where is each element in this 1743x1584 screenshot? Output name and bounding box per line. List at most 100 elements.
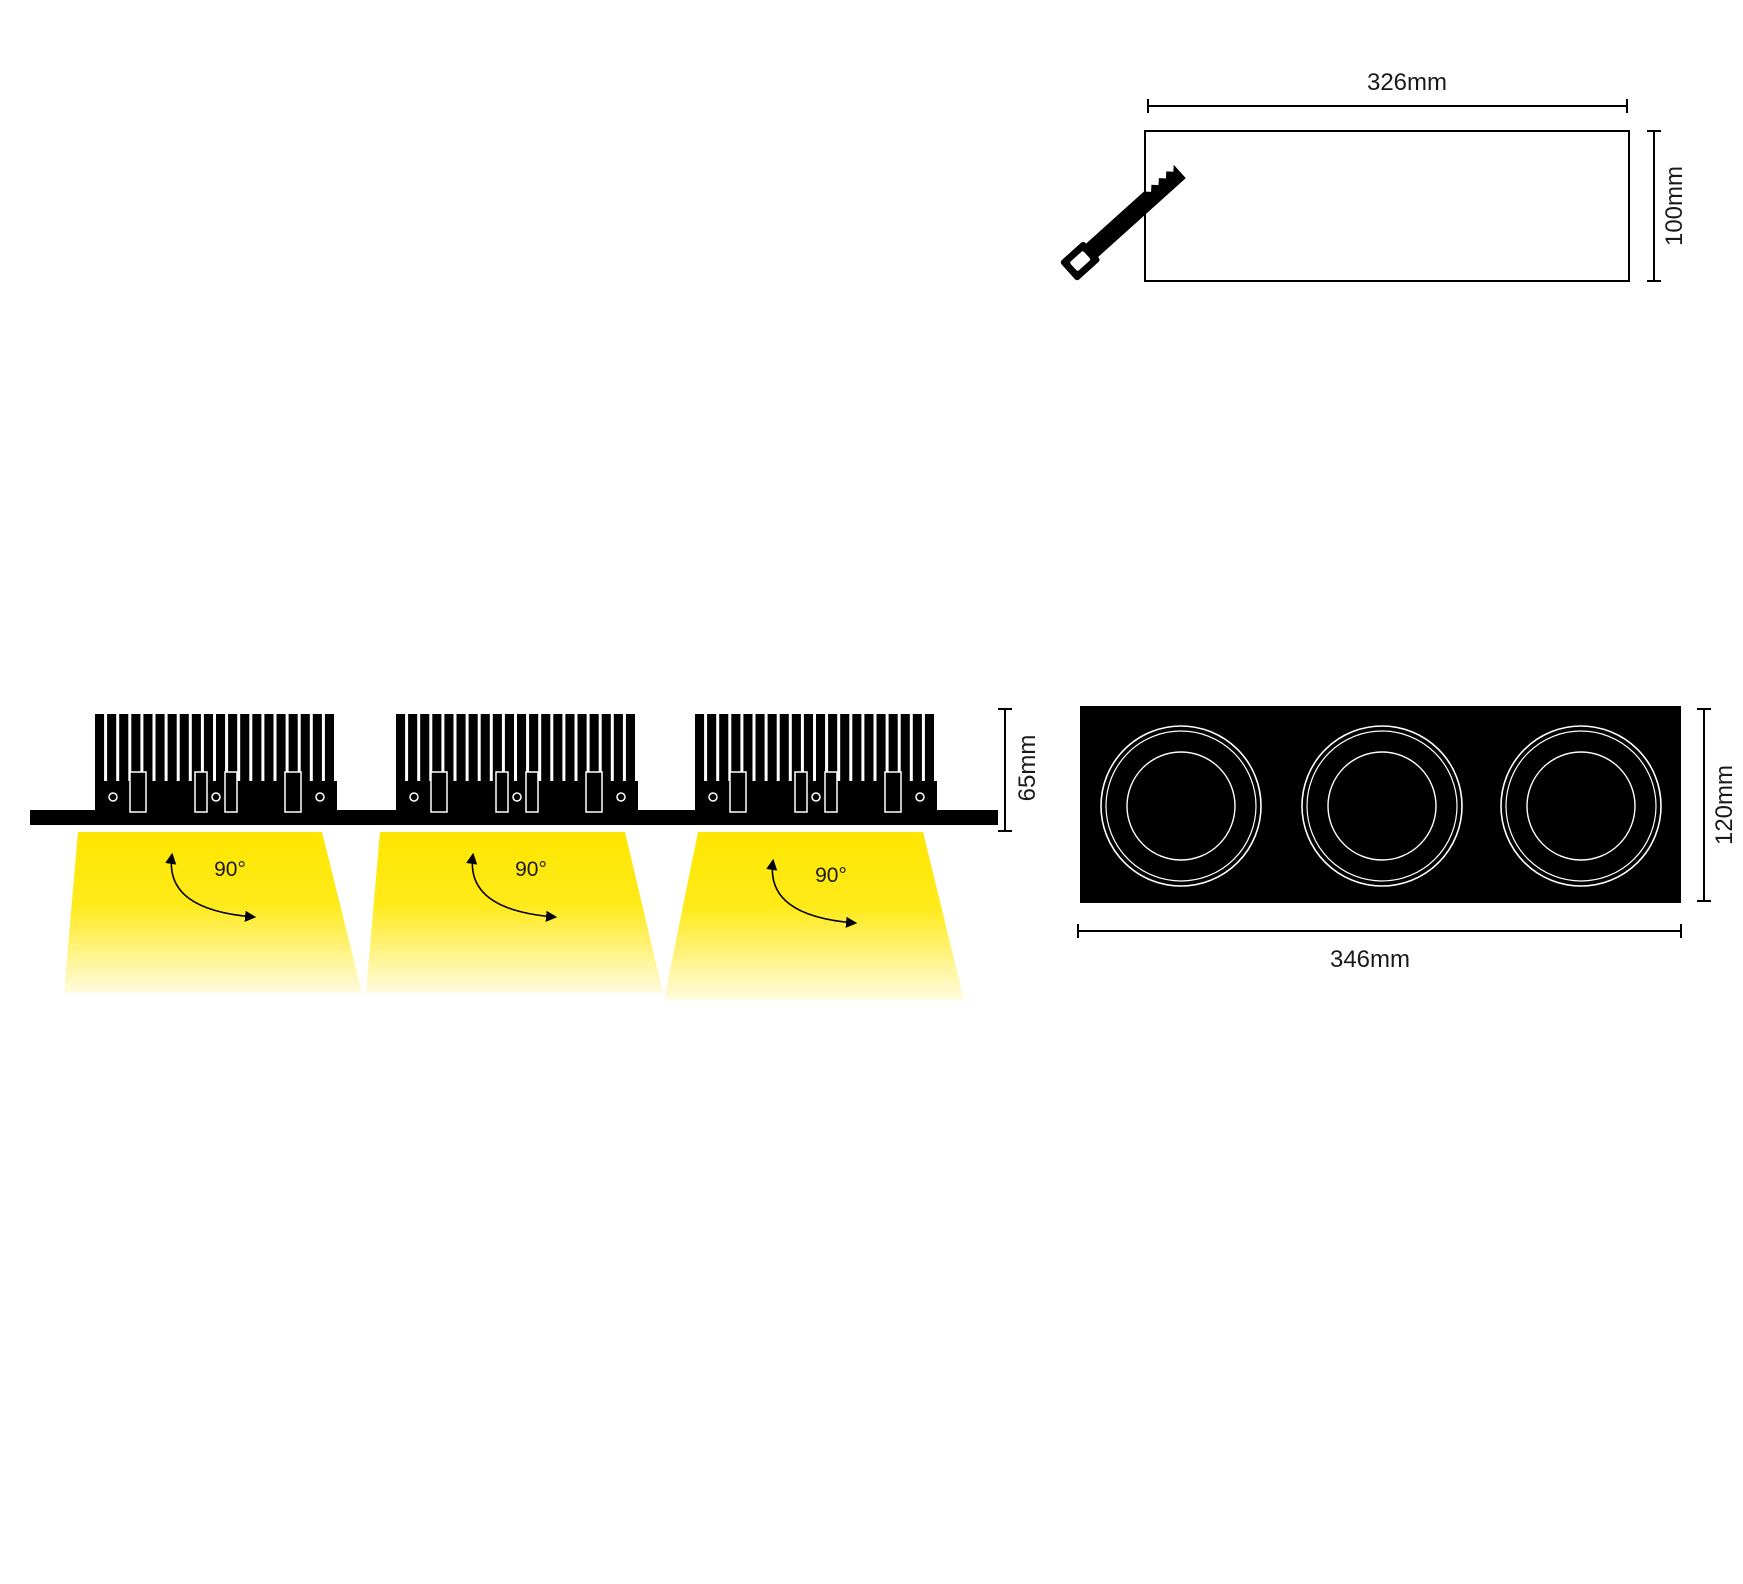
lamp-outer-ring — [1301, 725, 1463, 887]
beam-angle-arc — [766, 858, 858, 928]
heatsink-fin — [456, 714, 466, 787]
beam-angle-label: 90° — [515, 858, 547, 881]
heatsink-fin — [767, 714, 777, 787]
heatsink-fin — [468, 714, 478, 787]
heatsink-fin — [876, 714, 886, 787]
front-height-dimension: 120mm — [1697, 708, 1738, 902]
mounting-bracket — [729, 771, 747, 813]
heatsink-fin — [755, 714, 765, 787]
front-lamps — [1100, 725, 1662, 887]
lamp-outer-ring — [1500, 725, 1662, 887]
mounting-bracket — [430, 771, 448, 813]
lamp-outer-ring — [1100, 725, 1262, 887]
heatsink-fin — [719, 714, 729, 787]
lamp-modules — [73, 714, 959, 830]
heatsink-fin — [864, 714, 874, 787]
heatsink-fin — [276, 714, 286, 787]
mounting-bracket — [495, 771, 509, 813]
heatsink-fin — [107, 714, 117, 787]
heatsink-fin — [828, 714, 838, 787]
heatsink-fin — [288, 714, 298, 787]
lamp-module — [374, 714, 660, 830]
heatsink-fin — [203, 714, 213, 787]
heatsink-fin — [816, 714, 826, 787]
mounting-bracket — [884, 771, 902, 813]
mounting-bracket — [525, 771, 539, 813]
heatsink-fin — [444, 714, 454, 787]
heatsink-fin — [707, 714, 717, 787]
heatsink-fin — [119, 714, 129, 787]
heatsink-fin — [743, 714, 753, 787]
front-width-label: 346mm — [1330, 946, 1410, 973]
heatsink-fin — [300, 714, 310, 787]
screw-hole — [211, 792, 221, 802]
heatsink-fin — [252, 714, 262, 787]
heatsink-fin — [731, 714, 741, 787]
screw-hole — [315, 792, 325, 802]
front-width-dimension: 346mm — [1077, 924, 1682, 973]
heatsink-fin — [529, 714, 539, 787]
mounting-bracket — [224, 771, 238, 813]
beam-angle-label: 90° — [815, 864, 847, 887]
heatsink-fin — [95, 714, 105, 787]
heatsink-fin — [179, 714, 189, 787]
heatsink-fin — [228, 714, 238, 787]
heatsink-fin — [791, 714, 801, 787]
heatsink-fin — [432, 714, 442, 787]
screw-hole — [915, 792, 925, 802]
heatsink-fin — [131, 714, 141, 787]
heatsink-fin — [517, 714, 527, 787]
screw-hole — [811, 792, 821, 802]
light-beam — [64, 832, 362, 993]
heatsink-fin — [396, 714, 406, 787]
heatsink-fin — [613, 714, 623, 787]
cutout-height-label: 100mm — [1661, 166, 1688, 246]
lamp-trim-ring — [1306, 730, 1458, 882]
screw-hole — [409, 792, 419, 802]
heatsink-fin — [924, 714, 934, 787]
lamp-trim-ring — [1505, 730, 1657, 882]
beam-angle-arc — [466, 852, 558, 922]
heatsink-fin — [695, 714, 705, 787]
front-lamp — [1500, 725, 1662, 887]
heatsink-fin — [900, 714, 910, 787]
cutout-width-label: 326mm — [1367, 69, 1447, 96]
screw-hole — [616, 792, 626, 802]
heatsink-fin — [264, 714, 274, 787]
heatsink-fin — [240, 714, 250, 787]
lamp-module — [73, 714, 359, 830]
side-height-dimension: 65mm — [998, 708, 1041, 832]
beam-angle-label: 90° — [214, 858, 246, 881]
heatsink-fin — [312, 714, 322, 787]
heatsink-fin — [589, 714, 599, 787]
heatsink-fin — [912, 714, 922, 787]
heatsink-fin — [408, 714, 418, 787]
heatsink-fin — [625, 714, 635, 787]
heatsink-fin — [888, 714, 898, 787]
front-panel — [1080, 706, 1681, 903]
cutout-view: 326mm 100mm — [1060, 69, 1688, 282]
screw-hole — [512, 792, 522, 802]
front-lamp — [1100, 725, 1262, 887]
front-lamp — [1301, 725, 1463, 887]
heatsink-fin — [504, 714, 514, 787]
heatsink-fin — [155, 714, 165, 787]
light-beam — [366, 832, 663, 993]
lamp-reflector — [1327, 751, 1437, 861]
mounting-bracket — [794, 771, 808, 813]
heatsink-fin — [852, 714, 862, 787]
beam-angle-indicators: 90° 90° 90° — [165, 852, 858, 928]
screw-hole — [108, 792, 118, 802]
mounting-bracket — [284, 771, 302, 813]
mounting-bracket — [129, 771, 147, 813]
heatsink-fin — [601, 714, 611, 787]
heatsink-fin — [167, 714, 177, 787]
heatsink-fin — [553, 714, 563, 787]
front-height-label: 120mm — [1711, 765, 1738, 845]
mounting-bracket — [194, 771, 208, 813]
heatsink-fin — [779, 714, 789, 787]
lamp-trim-ring — [1105, 730, 1257, 882]
side-view: 90° 90° 90° 65mm — [30, 708, 1041, 1000]
lamp-reflector — [1526, 751, 1636, 861]
